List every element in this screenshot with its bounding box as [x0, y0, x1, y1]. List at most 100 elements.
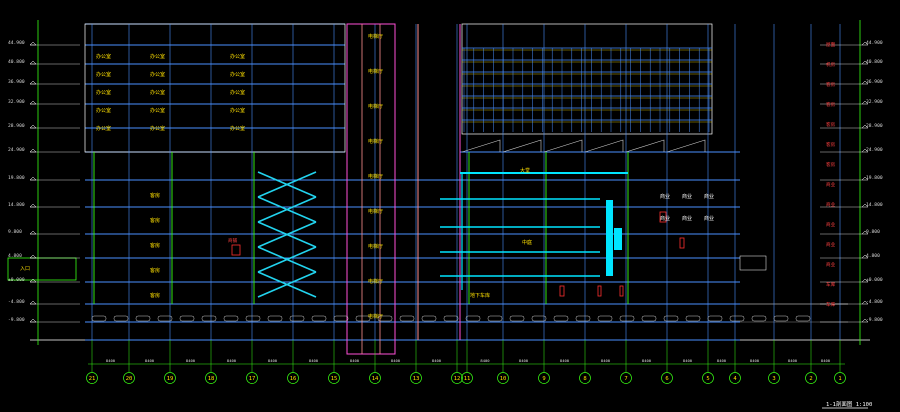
- grid-axis-bubble: [246, 372, 258, 384]
- grid-axis-label: 20: [126, 376, 133, 382]
- hall-label: 大堂: [520, 167, 530, 174]
- grid-axis-label: 12: [454, 376, 461, 382]
- grid-axis-bubble: [410, 372, 422, 384]
- level-marker: [861, 254, 869, 259]
- level-marker: [861, 148, 869, 153]
- roof-sawtooth: [461, 139, 501, 153]
- level-value-left: -9.800: [8, 317, 25, 323]
- level-marker: [861, 176, 869, 181]
- right-tag: 客房: [826, 121, 836, 128]
- dimension-value: 8400: [601, 358, 611, 363]
- grid-axis-bubble: [834, 372, 846, 384]
- office-room-label: 办公室: [150, 125, 165, 132]
- grid-axis-bubble: [702, 372, 714, 384]
- level-marker: [861, 230, 869, 235]
- level-value-right: 4.800: [866, 253, 880, 259]
- car-icon: [685, 315, 701, 322]
- car-icon: [795, 315, 811, 322]
- level-value-left: ±0.000: [8, 277, 25, 283]
- grid-axis-label: 18: [208, 376, 215, 382]
- car-icon: [355, 315, 371, 322]
- car-icon: [267, 315, 283, 322]
- red-wall-segment: [231, 244, 241, 256]
- dimension-value: 8400: [750, 358, 760, 363]
- right-tag: 客房: [826, 141, 836, 148]
- hotel-room-label: 客房: [150, 192, 160, 199]
- level-value-left: 14.800: [8, 202, 25, 208]
- dimension-value: 8400: [717, 358, 727, 363]
- shop-label: 商铺: [228, 237, 238, 244]
- grid-axis-label: 9: [542, 376, 545, 382]
- dimension-value: 8400: [432, 358, 442, 363]
- right-tag: 车库: [826, 301, 836, 308]
- car-icon: [377, 315, 393, 322]
- grid-axis-bubble: [123, 372, 135, 384]
- core-label: 电梯厅: [368, 243, 383, 250]
- hotel-room-label: 客房: [150, 292, 160, 299]
- car-icon: [245, 315, 261, 322]
- level-marks-right: 44.90040.80036.90032.90028.90024.90019.8…: [820, 20, 883, 345]
- core-label: 电梯厅: [368, 278, 383, 285]
- roof-sawtooth: [625, 139, 665, 153]
- grid-axis-label: 4: [733, 376, 737, 382]
- level-value-left: 40.800: [8, 59, 25, 65]
- level-marker: [861, 60, 869, 65]
- red-wall-segment: [619, 285, 624, 297]
- car-icon: [553, 315, 569, 322]
- level-value-left: 4.800: [8, 253, 22, 259]
- office-room-label: 办公室: [96, 53, 111, 60]
- roof-sawtooth: [666, 139, 706, 153]
- dimension-value: 8400: [309, 358, 319, 363]
- level-value-left: 24.900: [8, 147, 25, 153]
- car-icon: [641, 315, 657, 322]
- car-icon: [707, 315, 723, 322]
- car-icon: [135, 315, 151, 322]
- dimension-value: 8400: [642, 358, 652, 363]
- grid-axis-label: 14: [372, 376, 379, 382]
- core-label: 电梯厅: [368, 173, 383, 180]
- grid-axis-label: 8: [583, 376, 586, 382]
- office-room-label: 办公室: [230, 125, 245, 132]
- level-value-right: 24.900: [866, 147, 883, 153]
- level-value-right: 28.900: [866, 123, 883, 129]
- right-tag: 机房: [826, 61, 836, 68]
- grid-axis-bubble: [369, 372, 381, 384]
- grid-axis-bubble: [497, 372, 509, 384]
- dimension-value: 8400: [350, 358, 360, 363]
- core-label: 电梯厅: [368, 103, 383, 110]
- level-value-right: 36.900: [866, 79, 883, 85]
- grid-axis-bubble: [328, 372, 340, 384]
- grid-axis-bubble: [287, 372, 299, 384]
- grid-axis-label: 5: [706, 376, 709, 382]
- level-value-right: 40.800: [866, 59, 883, 65]
- office-room-label: 办公室: [96, 71, 111, 78]
- car-icon: [91, 315, 107, 322]
- hotel-tower-outline: [461, 23, 713, 135]
- car-icon: [333, 315, 349, 322]
- level-value-left: -4.800: [8, 299, 25, 305]
- car-icon: [663, 315, 679, 322]
- grid-axis-label: 19: [167, 376, 174, 382]
- retail-label: 商业: [704, 193, 714, 200]
- atrium-glass-panel: [606, 200, 613, 276]
- core-label: 电梯厅: [368, 313, 383, 320]
- retail-label: 商业: [660, 193, 670, 200]
- car-icon: [157, 315, 173, 322]
- grid-axis-bubble: [451, 372, 463, 384]
- office-room-label: 办公室: [96, 107, 111, 114]
- grid-axis-bubble: [768, 372, 780, 384]
- level-value-left: 32.900: [8, 99, 25, 105]
- office-room-label: 办公室: [96, 89, 111, 96]
- level-marker: [861, 318, 869, 323]
- red-wall-segment: [597, 285, 602, 297]
- car-icon: [421, 315, 437, 322]
- right-tag: 车库: [826, 281, 836, 288]
- level-marker: [861, 203, 869, 208]
- room-labels: 办公室办公室办公室办公室办公室办公室办公室办公室办公室办公室办公室办公室办公室办…: [20, 33, 836, 320]
- level-value-right: 9.800: [866, 229, 880, 235]
- office-room-label: 办公室: [230, 107, 245, 114]
- red-wall-segment: [559, 285, 565, 297]
